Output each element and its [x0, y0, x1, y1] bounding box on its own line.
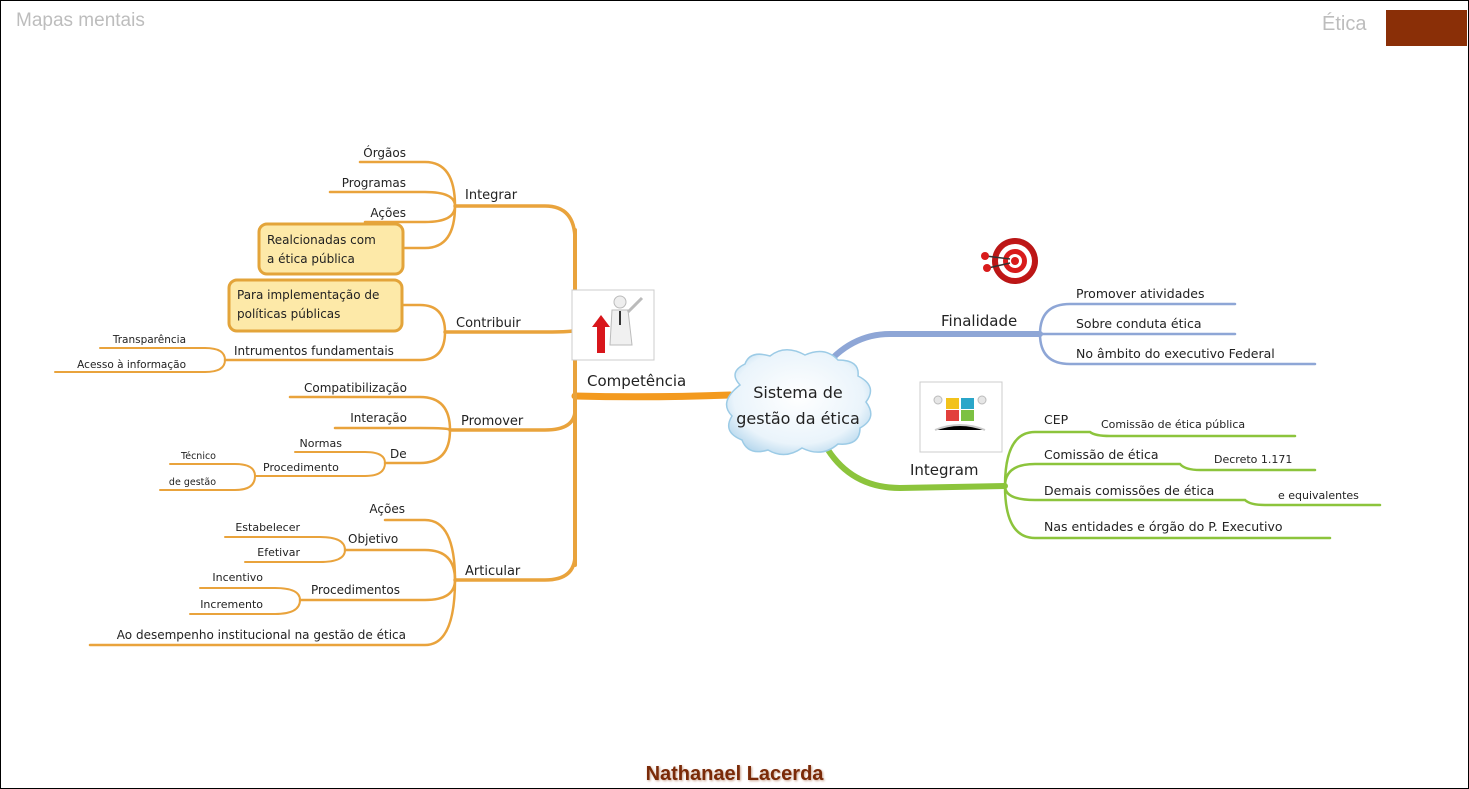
target-dart-icon [981, 238, 1038, 284]
box-relacionadas [257, 222, 405, 276]
connector-promover-atividades [1038, 302, 1237, 336]
node-de[interactable]: De [390, 447, 407, 461]
connector-art-acoes [383, 518, 457, 582]
node-desempenho[interactable]: Ao desempenho institucional na gestão de… [117, 628, 406, 642]
node-cep-sub[interactable]: Comissão de ética pública [1101, 418, 1245, 431]
node-para-impl-line2[interactable]: políticas públicas [237, 307, 340, 321]
node-incentivo[interactable]: Incentivo [212, 571, 263, 584]
node-programas[interactable]: Programas [342, 176, 406, 190]
topic-integram[interactable]: Integram [910, 461, 979, 479]
node-estabelecer[interactable]: Estabelecer [235, 521, 300, 534]
branch-finalidade [819, 302, 1317, 373]
connector-procedimento [254, 462, 386, 477]
node-relacionadas-line2[interactable]: a ética pública [267, 252, 355, 266]
node-no-ambito[interactable]: No âmbito do executivo Federal [1076, 346, 1275, 361]
node-acesso-informacao[interactable]: Acesso à informação [77, 359, 186, 371]
connector-de [383, 428, 452, 465]
connector-demais [1003, 484, 1382, 507]
connector-relacionadas [403, 204, 457, 250]
connector-cep [1003, 430, 1297, 488]
node-comissao[interactable]: Comissão de ética [1044, 447, 1159, 462]
node-normas[interactable]: Normas [300, 437, 343, 450]
central-topic[interactable]: Sistema de gestão da ética [725, 349, 872, 456]
node-comissao-sub[interactable]: Decreto 1.171 [1214, 453, 1292, 466]
connector-efetivar [244, 549, 346, 563]
topic-integrar[interactable]: Integrar [465, 188, 518, 203]
node-acoes[interactable]: Ações [370, 206, 406, 220]
header-title: Mapas mentais [16, 10, 145, 31]
businessman-up-arrow-icon [571, 289, 655, 361]
branch-competencia [54, 160, 734, 647]
node-para-impl-line1[interactable]: Para implementação de [237, 288, 379, 302]
puzzle-team-icon [919, 381, 1003, 453]
footer-author: Nathanael Lacerda [645, 763, 824, 785]
connector-programas [328, 190, 457, 208]
node-sobre-conduta[interactable]: Sobre conduta ética [1076, 316, 1201, 331]
node-cep[interactable]: CEP [1044, 412, 1069, 427]
node-nas-entidades[interactable]: Nas entidades e órgão do P. Executivo [1044, 519, 1283, 534]
node-relacionadas-line1[interactable]: Realcionadas com [267, 233, 376, 247]
header-accent-bar [1386, 10, 1467, 46]
connector-no-ambito [1038, 332, 1317, 366]
connector-incentivo [199, 587, 301, 601]
topic-articular[interactable]: Articular [465, 564, 521, 579]
central-topic-line2: gestão da ética [736, 409, 860, 428]
connector-instrumentos [223, 330, 447, 362]
node-incremento[interactable]: Incremento [200, 598, 263, 611]
node-tecnico[interactable]: Técnico [180, 451, 216, 462]
topic-promover[interactable]: Promover [461, 414, 524, 429]
node-demais-sub[interactable]: e equivalentes [1278, 489, 1359, 502]
connector-normas [294, 451, 386, 464]
node-promover-atividades[interactable]: Promover atividades [1076, 286, 1205, 301]
node-de-gestao[interactable]: de gestão [169, 477, 216, 488]
connector-compat [288, 395, 452, 432]
connector-comissao [1003, 462, 1317, 488]
connector-acesso [54, 359, 226, 373]
header-subject: Ética [1322, 13, 1367, 35]
connector-promover [448, 408, 577, 432]
connector-interacao [333, 426, 452, 432]
connector-transparencia [99, 347, 226, 361]
node-instrumentos[interactable]: Intrumentos fundamentais [234, 344, 394, 358]
connector-objetivo [343, 548, 457, 582]
central-topic-line1: Sistema de [753, 383, 843, 402]
connector-para-impl [401, 303, 447, 334]
connector-articular [453, 553, 577, 582]
node-art-acoes[interactable]: Ações [369, 502, 405, 516]
node-objetivo[interactable]: Objetivo [348, 532, 398, 546]
connector-incremento [189, 599, 301, 615]
connector-competencia-main [571, 391, 734, 401]
connector-integram-main [822, 442, 1008, 492]
connector-orgaos [358, 160, 457, 208]
connector-estabelecer [224, 536, 346, 551]
box-para-implementacao [227, 278, 404, 333]
node-efetivar[interactable]: Efetivar [257, 546, 300, 559]
connector-integrar [453, 204, 577, 242]
node-procedimentos[interactable]: Procedimentos [311, 583, 400, 597]
node-interacao[interactable]: Interação [350, 411, 407, 425]
connector-desempenho [88, 578, 457, 647]
node-procedimento[interactable]: Procedimento [263, 461, 339, 474]
topic-finalidade[interactable]: Finalidade [941, 312, 1017, 330]
branch-integram [822, 430, 1382, 540]
connector-de-gestao [159, 475, 256, 491]
node-transparencia[interactable]: Transparência [112, 334, 186, 346]
node-orgaos[interactable]: Órgãos [363, 145, 406, 160]
connector-nas-entidades [1003, 484, 1332, 540]
topic-contribuir[interactable]: Contribuir [456, 316, 521, 331]
topic-competencia[interactable]: Competência [587, 372, 686, 390]
node-compatibilizacao[interactable]: Compatibilização [304, 381, 407, 395]
node-demais[interactable]: Demais comissões de ética [1044, 483, 1214, 498]
connector-tecnico [169, 463, 256, 477]
